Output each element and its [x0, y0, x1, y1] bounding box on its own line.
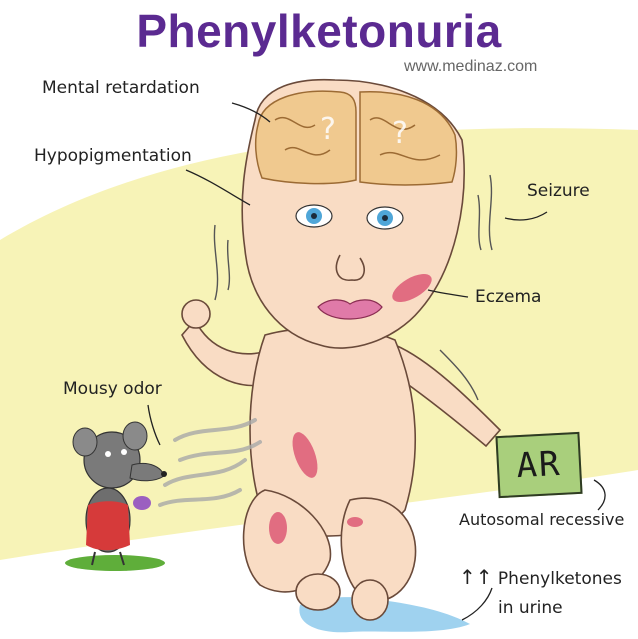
label-mental-retardation: Mental retardation — [42, 78, 200, 98]
mouse-ear-left — [73, 428, 97, 456]
page-title: Phenylketonuria — [0, 4, 638, 58]
mouse-ear-right — [123, 422, 147, 450]
grass-patch — [65, 555, 165, 571]
website-label: www.medinaz.com — [404, 58, 537, 76]
label-autosomal-recessive: Autosomal recessive — [459, 510, 624, 529]
brain-left-hemisphere — [256, 91, 356, 183]
label-mousy-odor: Mousy odor — [63, 379, 162, 399]
ar-card: AR — [495, 432, 582, 498]
baby-right-foot — [352, 580, 388, 620]
label-seizure: Seizure — [527, 181, 590, 201]
baby-left-fist — [182, 300, 210, 328]
brain-question-mark-left: ? — [320, 112, 336, 147]
label-eczema: Eczema — [475, 287, 541, 307]
baby-left-foot — [296, 574, 340, 610]
label-phenylketones-line2: in urine — [498, 598, 563, 618]
mouse-glove — [133, 496, 151, 510]
brain-question-mark-right: ? — [392, 116, 408, 151]
mouse-shirt — [86, 501, 130, 550]
up-arrows-icon: ↑↑ — [459, 565, 493, 589]
label-phenylketones: ↑↑ Phenylketones — [459, 565, 622, 589]
ar-card-text: AR — [515, 444, 562, 486]
label-hypopigmentation: Hypopigmentation — [34, 146, 192, 166]
brain — [256, 91, 457, 185]
brain-right-hemisphere — [360, 92, 456, 185]
label-phenylketones-line1: Phenylketones — [498, 569, 622, 589]
